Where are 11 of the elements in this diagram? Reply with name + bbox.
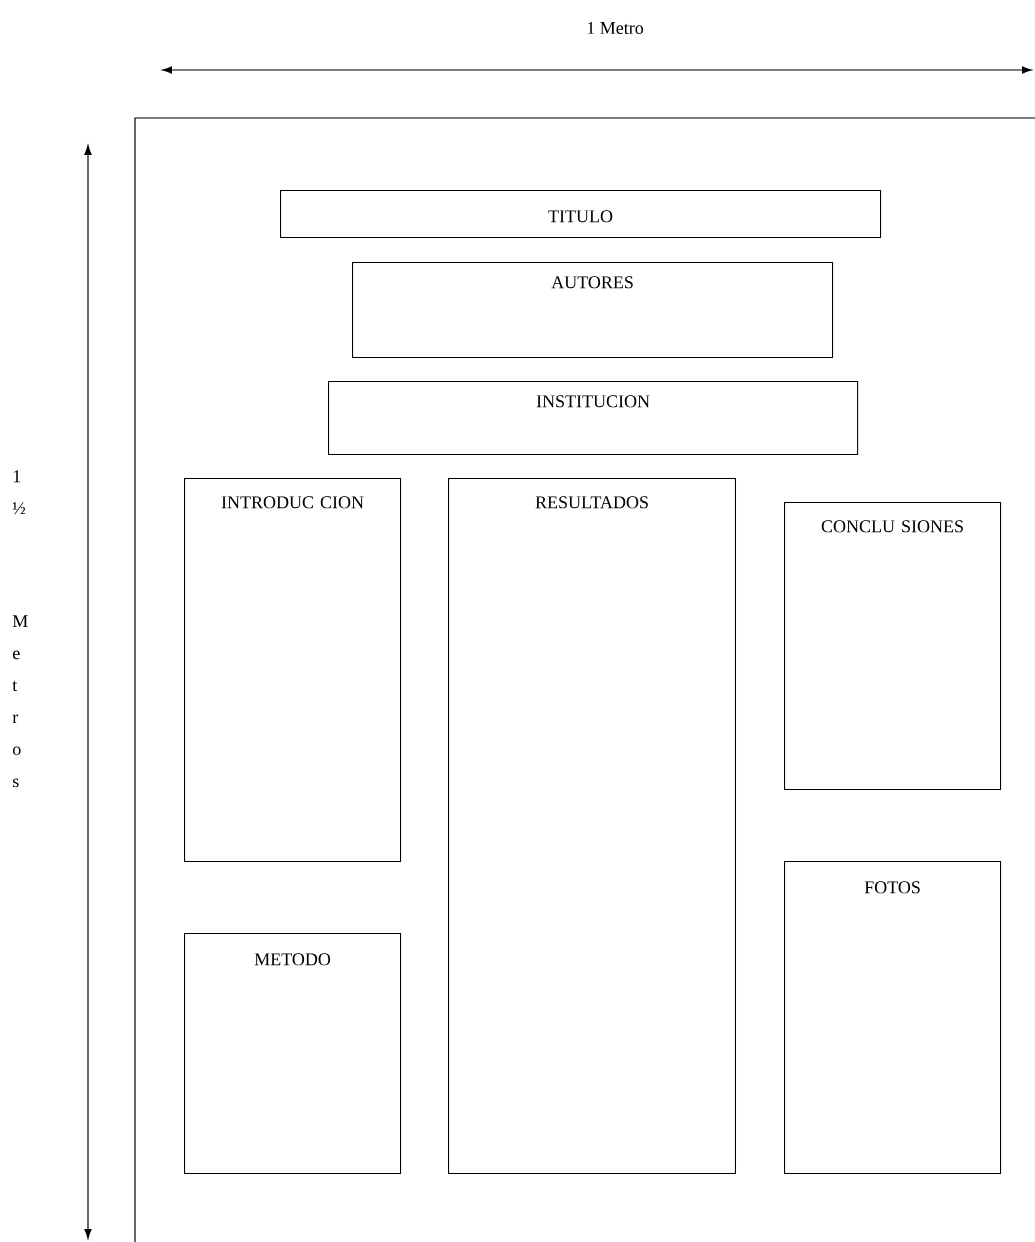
dimension-label: M e t r o s [12,615,28,788]
section-box: RESULTADOS [448,478,736,1174]
section-box: INSTITUCION [328,381,859,456]
section-box: FOTOS [784,861,1002,1175]
section-box: AUTORES [352,262,834,358]
section-box: METODO [184,933,402,1175]
section-box: TITULO [280,190,882,238]
section-box: INTRODUC CION [184,478,402,862]
section-box: CONCLU SIONES [784,502,1002,790]
dimension-label: 1 Metro [587,21,644,34]
dimension-label: 1 ½ [12,470,26,515]
